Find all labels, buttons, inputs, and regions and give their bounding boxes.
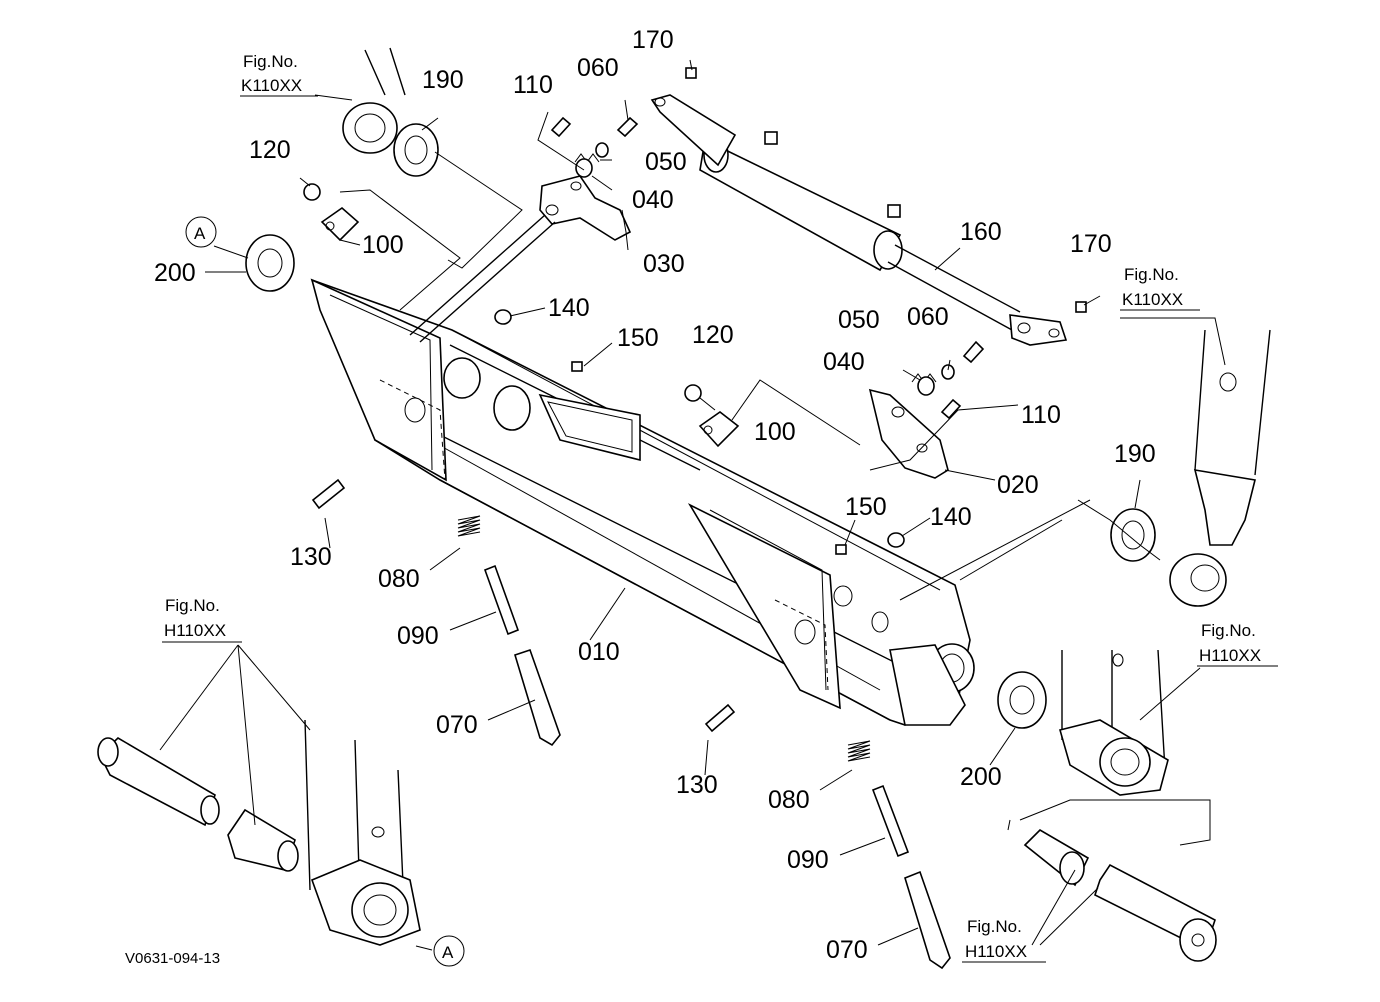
svg-text:Fig.No.: Fig.No. bbox=[1124, 265, 1179, 284]
label-130-a: 130 bbox=[290, 543, 332, 571]
svg-text:Fig.No.: Fig.No. bbox=[165, 596, 220, 615]
fig-ref-k110xx-top-left: Fig.No. K110XX bbox=[240, 52, 318, 97]
svg-text:A: A bbox=[194, 224, 206, 243]
part-labels: 010 020 030 040 040 050 050 060 060 070 … bbox=[154, 26, 1156, 964]
label-020: 020 bbox=[997, 471, 1039, 499]
label-090-b: 090 bbox=[787, 846, 829, 874]
label-190-b: 190 bbox=[1114, 440, 1156, 468]
figure-references: Fig.No. K110XX Fig.No. K110XX Fig.No. H1… bbox=[162, 52, 1278, 963]
referenced-loader-arms bbox=[97, 649, 1217, 962]
label-010: 010 bbox=[578, 638, 620, 666]
label-120-a: 120 bbox=[249, 136, 291, 164]
label-150-b: 150 bbox=[845, 493, 887, 521]
link-030 bbox=[409, 175, 632, 343]
label-080-b: 080 bbox=[768, 786, 810, 814]
svg-text:K110XX: K110XX bbox=[241, 76, 302, 95]
label-040-b: 040 bbox=[823, 348, 865, 376]
label-170-a: 170 bbox=[632, 26, 674, 54]
label-100-a: 100 bbox=[362, 231, 404, 259]
label-130-b: 130 bbox=[676, 771, 718, 799]
label-110-b: 110 bbox=[1021, 401, 1061, 429]
label-100-b: 100 bbox=[754, 418, 796, 446]
leader-lines bbox=[159, 59, 1226, 951]
label-080-a: 080 bbox=[378, 565, 420, 593]
label-060-b: 060 bbox=[907, 303, 949, 331]
fig-ref-h110xx-left: Fig.No. H110XX bbox=[162, 596, 242, 643]
svg-text:Fig.No.: Fig.No. bbox=[967, 917, 1022, 936]
label-070-b: 070 bbox=[826, 936, 868, 964]
label-200-a: 200 bbox=[154, 259, 196, 287]
cylinder-160 bbox=[650, 94, 1068, 346]
svg-text:K110XX: K110XX bbox=[1122, 290, 1183, 309]
main-frame-010 bbox=[310, 278, 975, 726]
drawing-code: V0631-094-13 bbox=[125, 950, 220, 967]
label-090-a: 090 bbox=[397, 622, 439, 650]
fig-ref-k110xx-right: Fig.No. K110XX bbox=[1120, 265, 1200, 311]
referenced-cylinder-ends bbox=[342, 47, 1271, 607]
label-030: 030 bbox=[643, 250, 685, 278]
label-160: 160 bbox=[960, 218, 1002, 246]
label-190-a: 190 bbox=[422, 66, 464, 94]
fig-ref-h110xx-right: Fig.No. H110XX bbox=[1197, 621, 1278, 667]
marker-a-top: A bbox=[185, 216, 217, 248]
svg-text:A: A bbox=[442, 943, 454, 962]
label-050-b: 050 bbox=[838, 306, 880, 334]
label-200-b: 200 bbox=[960, 763, 1002, 791]
label-050-a: 050 bbox=[645, 148, 687, 176]
label-040-a: 040 bbox=[632, 186, 674, 214]
label-140-a: 140 bbox=[548, 294, 590, 322]
label-150-a: 150 bbox=[617, 324, 659, 352]
label-060-a: 060 bbox=[577, 54, 619, 82]
marker-a-bottom: A bbox=[433, 935, 465, 967]
label-070-a: 070 bbox=[436, 711, 478, 739]
fig-ref-h110xx-bottom-right: Fig.No. H110XX bbox=[962, 917, 1046, 963]
svg-text:Fig.No.: Fig.No. bbox=[1201, 621, 1256, 640]
label-170-b: 170 bbox=[1070, 230, 1112, 258]
label-140-b: 140 bbox=[930, 503, 972, 531]
svg-text:Fig.No.: Fig.No. bbox=[243, 52, 298, 71]
label-110-a: 110 bbox=[513, 71, 553, 99]
link-020 bbox=[868, 388, 949, 479]
svg-text:H110XX: H110XX bbox=[1199, 646, 1261, 665]
label-120-b: 120 bbox=[692, 321, 734, 349]
svg-text:H110XX: H110XX bbox=[164, 621, 226, 640]
svg-text:H110XX: H110XX bbox=[965, 942, 1027, 961]
